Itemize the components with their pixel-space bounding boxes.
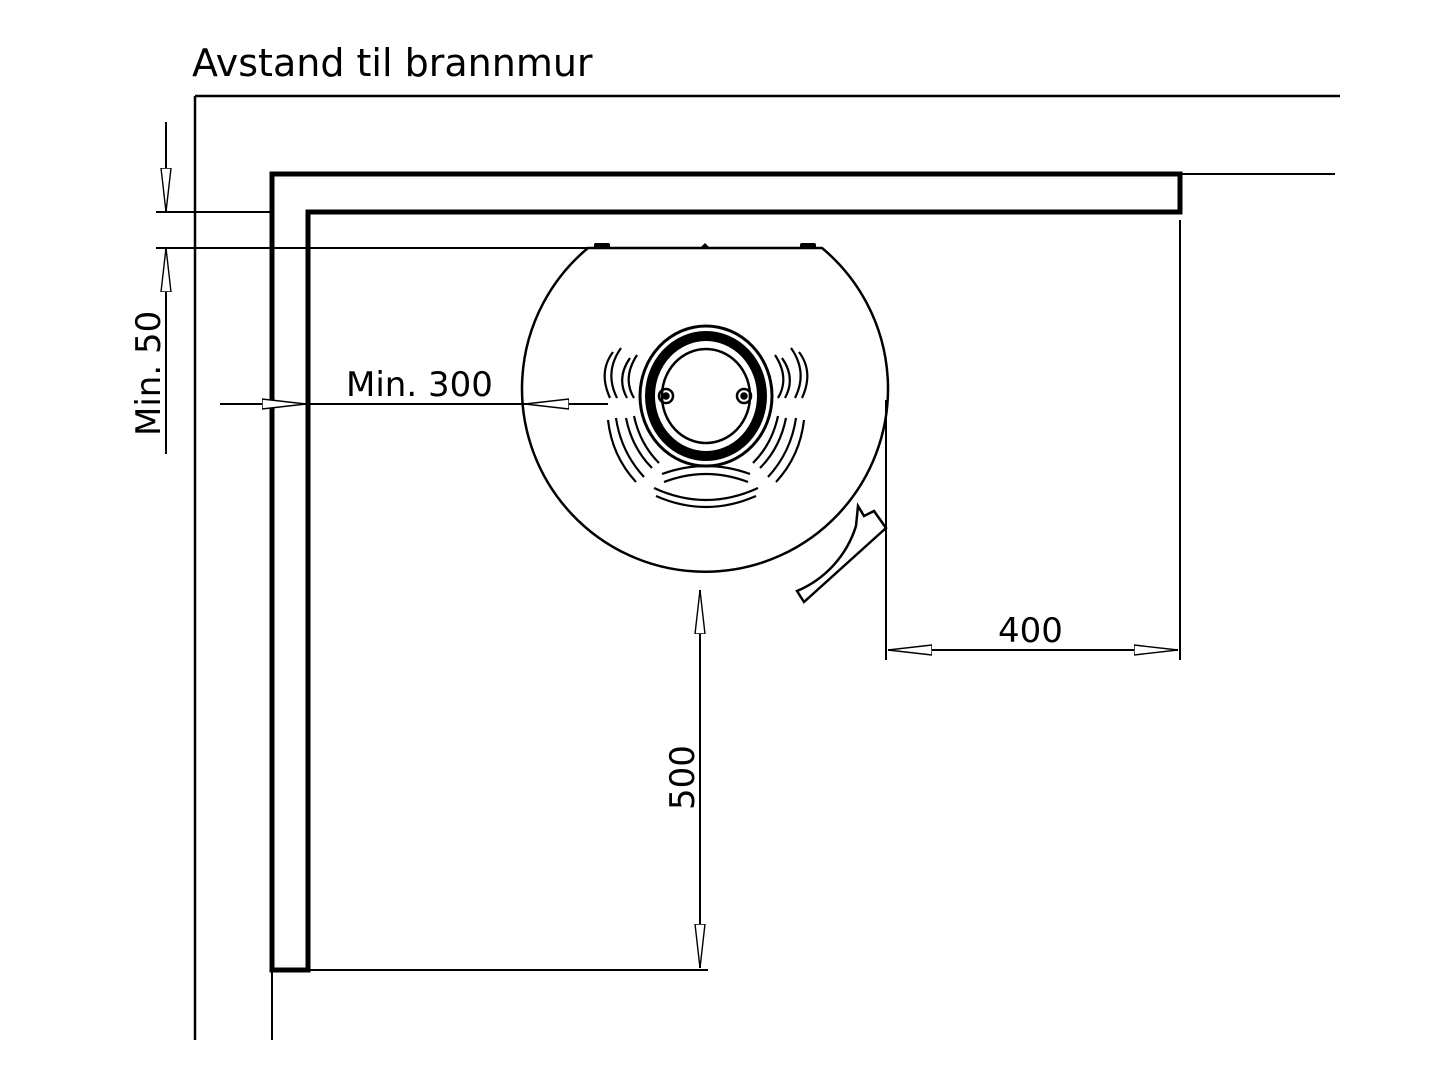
dimension-front-clearance: 500 bbox=[663, 590, 703, 968]
diagram-title: Avstand til brannmur bbox=[192, 41, 593, 85]
dimension-top-gap-label: Min. 50 bbox=[129, 311, 169, 436]
dimension-side-clearance-label: Min. 300 bbox=[346, 365, 493, 405]
dimension-top-gap: Min. 50 bbox=[129, 122, 169, 454]
room-outline bbox=[193, 94, 1340, 1040]
extension-lines bbox=[156, 173, 1335, 1040]
stove-door-handle bbox=[795, 502, 888, 604]
stove bbox=[520, 243, 890, 604]
firewall bbox=[269, 171, 1183, 973]
flue-ring bbox=[645, 331, 767, 461]
dimension-side-clearance: Min. 300 bbox=[220, 365, 608, 405]
dimension-right-clearance-label: 400 bbox=[998, 611, 1063, 651]
dimension-right-clearance: 400 bbox=[888, 611, 1178, 651]
stove-feet bbox=[594, 243, 816, 249]
vent-slots bbox=[603, 347, 809, 509]
stove-body bbox=[520, 246, 890, 573]
flue-bolts bbox=[657, 387, 753, 405]
dimension-front-clearance-label: 500 bbox=[663, 745, 703, 810]
